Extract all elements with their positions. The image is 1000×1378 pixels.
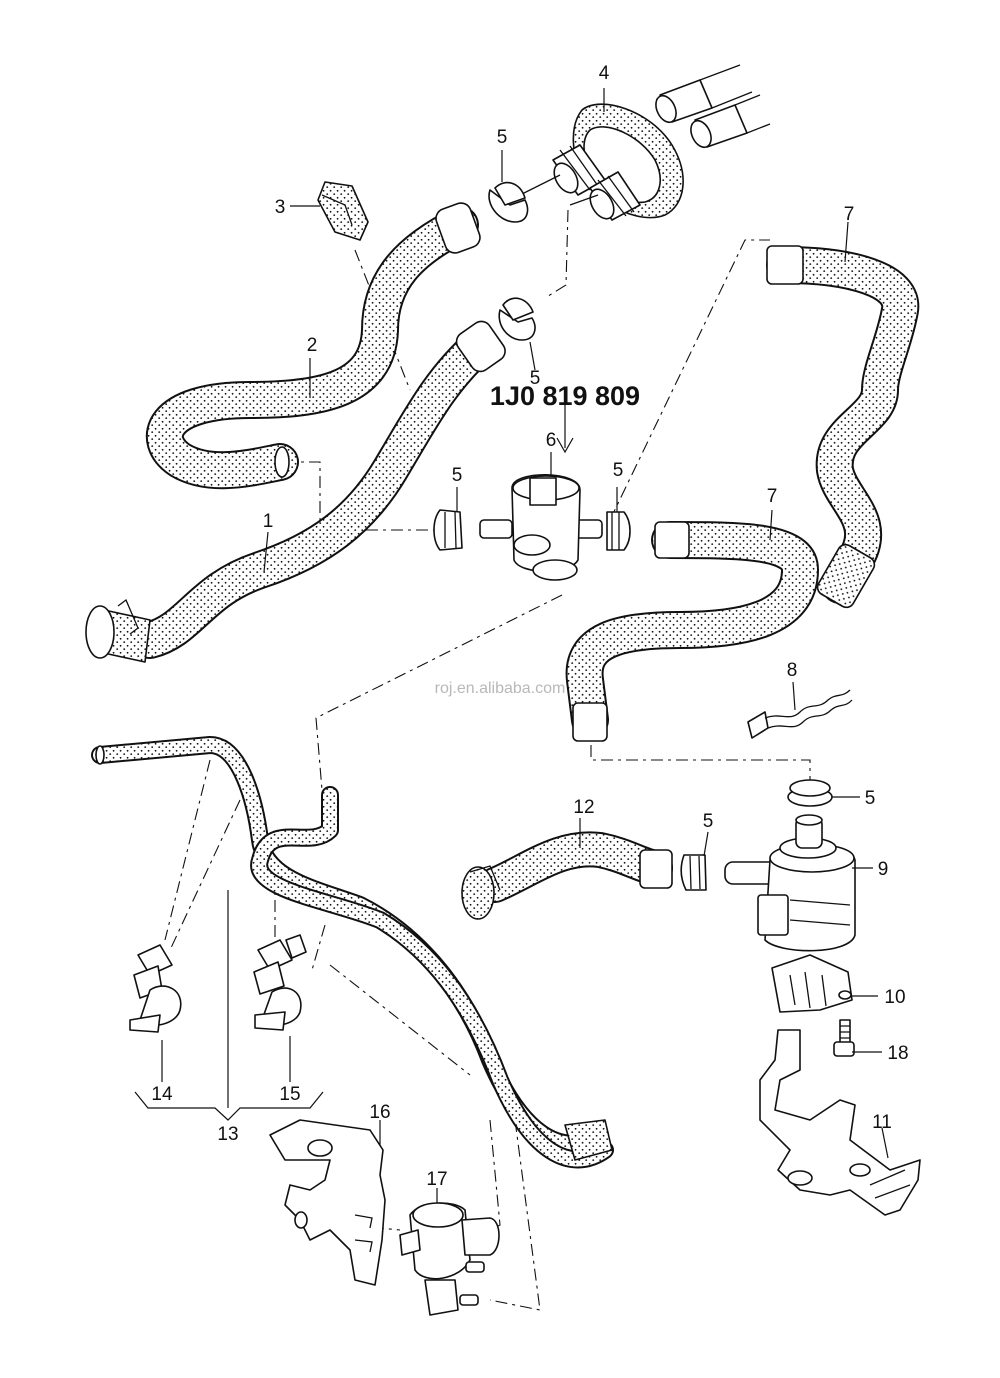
clamp-5-e [787, 779, 833, 807]
hose-12 [461, 831, 673, 920]
watermark: roj.en.alibaba.com [435, 680, 566, 697]
bracket-16 [269, 1119, 386, 1286]
callout-11: 11 [872, 1112, 892, 1133]
clip-15 [253, 934, 307, 1031]
callout-7: 7 [844, 204, 855, 225]
bolt-18 [833, 1019, 855, 1057]
callout-5: 5 [703, 811, 714, 832]
callout-labels: 4 5 3 7 2 5 6 5 5 7 1 8 5 12 5 9 10 18 1… [151, 63, 908, 1190]
bracket-11 [759, 1029, 921, 1216]
hose-2 [145, 202, 481, 490]
callout-5: 5 [452, 465, 463, 486]
callout-4: 4 [599, 63, 610, 84]
clamp-5-f [680, 854, 707, 891]
valve-6 [479, 473, 603, 581]
clamp-5-d [606, 511, 631, 551]
callout-5: 5 [497, 127, 508, 148]
callout-16: 16 [369, 1102, 390, 1123]
grommet-3 [317, 181, 369, 241]
callout-7: 7 [767, 486, 778, 507]
clamp-5-b [498, 297, 536, 341]
callout-5: 5 [613, 460, 624, 481]
callout-5: 5 [865, 788, 876, 809]
callout-1: 1 [263, 511, 274, 532]
grommet-4 [519, 64, 771, 221]
callout-14: 14 [151, 1084, 173, 1105]
callout-6: 6 [546, 430, 557, 451]
cable-tie-8 [747, 689, 853, 739]
callout-8: 8 [787, 660, 798, 681]
part-number: 1J0 819 809 [490, 381, 640, 411]
callout-3: 3 [275, 197, 286, 218]
clamp-5-a [488, 181, 529, 223]
callout-12: 12 [573, 797, 594, 818]
callout-2: 2 [307, 335, 318, 356]
leader-lines [134, 88, 889, 1203]
callout-13: 13 [217, 1124, 238, 1145]
callout-18: 18 [887, 1043, 908, 1064]
clamp-5-c [433, 509, 463, 551]
assembly-lines [164, 209, 811, 1311]
hose-1 [85, 320, 506, 663]
callout-10: 10 [884, 987, 905, 1008]
bracket-10 [771, 954, 853, 1013]
pump-9 [724, 814, 856, 952]
hose-7-lower [565, 521, 819, 742]
callout-15: 15 [279, 1084, 300, 1105]
valve-17 [399, 1202, 500, 1316]
callout-5: 5 [530, 368, 541, 389]
clip-14 [129, 944, 182, 1033]
hose-13 [91, 736, 614, 1169]
hose-7-upper [766, 245, 920, 609]
callout-9: 9 [878, 859, 889, 880]
callout-17: 17 [426, 1169, 447, 1190]
